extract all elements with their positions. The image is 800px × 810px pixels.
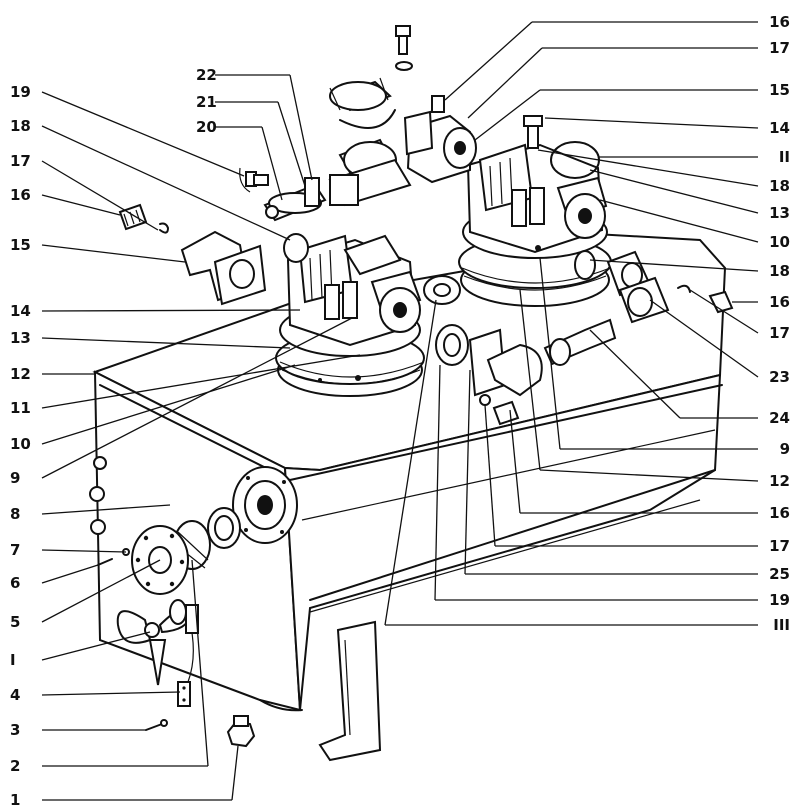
callout-label-left-18: 2	[10, 757, 20, 775]
callout-label-right-6: 13	[769, 204, 790, 222]
valve-assembly-20-22	[263, 177, 327, 222]
callout-label-top-2: 20	[196, 118, 217, 136]
bracket-and-screw	[145, 604, 199, 731]
callout-label-right-7: 10	[769, 233, 790, 251]
top-solenoid-bracket	[403, 95, 477, 184]
mount-plate	[343, 234, 402, 276]
callout-label-right-12: 24	[769, 409, 790, 427]
callout-label-left-7: 12	[10, 365, 31, 383]
callout-label-left-9: 10	[10, 435, 31, 453]
callout-label-left-10: 9	[10, 469, 20, 487]
callout-label-left-1: 18	[10, 117, 31, 135]
callout-label-right-1: 17	[769, 39, 790, 57]
callout-label-left-14: 5	[10, 613, 20, 631]
callout-label-left-13: 6	[10, 574, 20, 592]
callout-label-right-16: 17	[769, 537, 790, 555]
impeller	[116, 599, 192, 686]
callout-label-left-12: 7	[10, 541, 20, 559]
callout-label-right-4: II	[779, 148, 790, 166]
left-pump-assembly	[275, 234, 425, 397]
callout-label-right-8: 18	[769, 262, 790, 280]
callout-label-right-19: III	[773, 616, 790, 634]
callout-label-right-5: 18	[769, 177, 790, 195]
callout-label-right-3: 14	[769, 119, 790, 137]
center-fittings	[423, 275, 543, 426]
callout-label-left-0: 19	[10, 83, 31, 101]
bolt-left-16	[118, 203, 169, 234]
callout-label-right-2: 15	[769, 81, 790, 99]
callout-label-left-8: 11	[10, 399, 31, 417]
left-elbow	[180, 230, 309, 306]
callout-label-left-4: 15	[10, 236, 31, 254]
leader-lines	[41, 21, 759, 801]
callout-label-left-19: 1	[10, 791, 20, 809]
callout-label-right-15: 16	[769, 504, 790, 522]
callout-label-right-9: 16	[769, 293, 790, 311]
solenoid-upper	[329, 77, 396, 129]
callout-label-right-10: 17	[769, 324, 790, 342]
top-bolt	[395, 25, 413, 71]
callout-label-right-0: 16	[769, 13, 790, 31]
callout-label-top-1: 21	[196, 93, 217, 111]
front-flange	[232, 466, 298, 544]
top-callouts: 22 21 20	[196, 66, 217, 136]
callout-label-right-17: 25	[769, 565, 790, 583]
bolt-right-top	[523, 115, 543, 149]
bolt-19	[239, 167, 269, 193]
callout-label-left-3: 16	[10, 186, 31, 204]
callout-label-right-13: 9	[780, 440, 790, 458]
left-callouts: 19 18 17 16 15 14 13 12 11 10 9 8 7 6 5I 4 3 2 1	[10, 83, 31, 809]
gasket-ring-inner	[214, 515, 234, 541]
right-pump-assembly	[458, 143, 612, 307]
callout-label-left-11: 8	[10, 505, 20, 523]
callout-label-right-11: 23	[769, 368, 790, 386]
callout-label-top-0: 22	[196, 66, 217, 84]
callout-label-left-15: I	[10, 651, 16, 669]
support-leg	[318, 620, 382, 762]
callout-label-left-5: 14	[10, 302, 31, 320]
callout-label-right-18: 19	[769, 591, 790, 609]
drain-plug	[226, 715, 256, 748]
callout-label-left-6: 13	[10, 329, 31, 347]
callout-label-left-2: 17	[10, 152, 31, 170]
callout-label-right-14: 12	[769, 472, 790, 490]
left-bolts	[89, 456, 130, 566]
callout-label-left-17: 3	[10, 721, 20, 739]
solenoid-lower	[328, 138, 412, 207]
callout-label-left-16: 4	[10, 686, 20, 704]
